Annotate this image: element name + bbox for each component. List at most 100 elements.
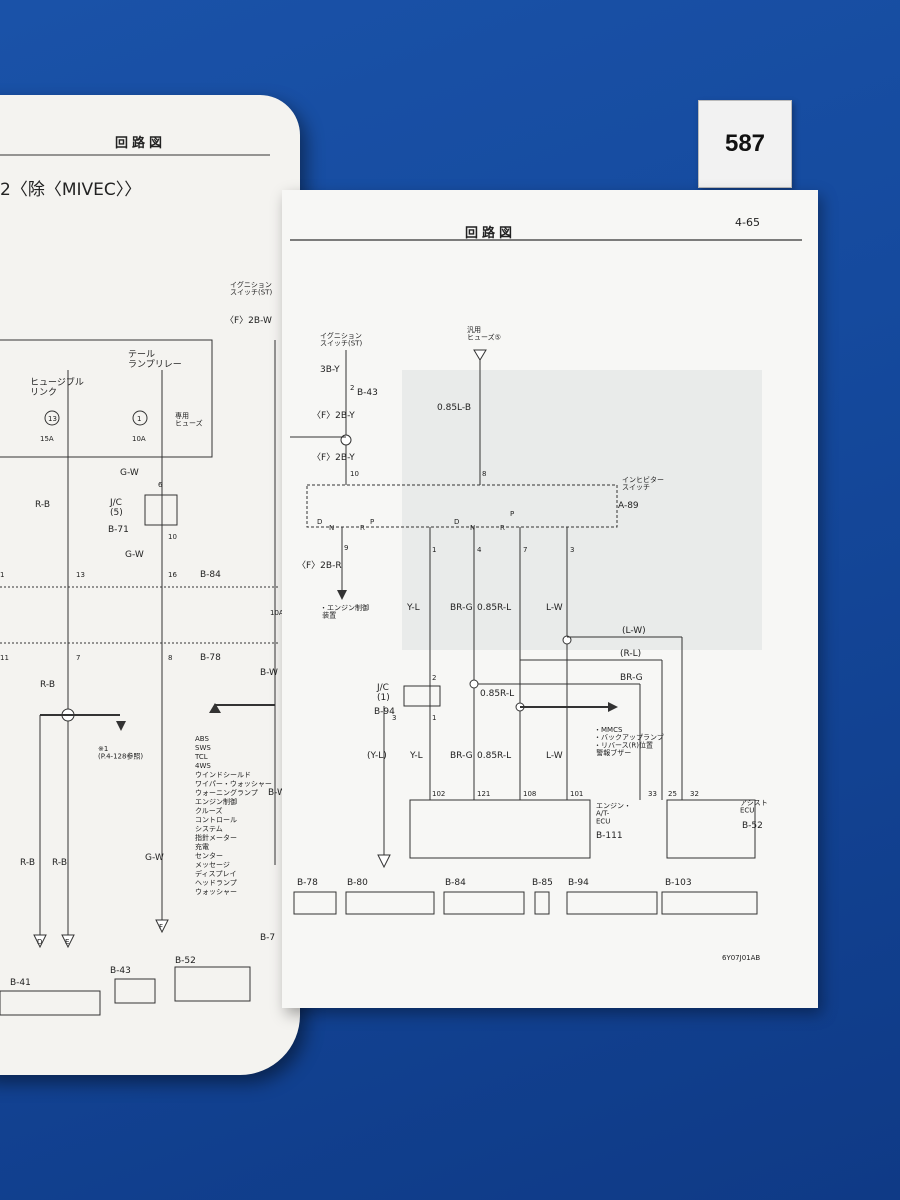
svg-text:SWS: SWS xyxy=(195,744,211,752)
svg-text:※1(P.4-128参照): ※1(P.4-128参照) xyxy=(98,745,143,761)
svg-text:B-103: B-103 xyxy=(665,878,692,888)
svg-text:B-W: B-W xyxy=(268,788,286,798)
svg-text:33: 33 xyxy=(648,790,657,798)
svg-text:G-W: G-W xyxy=(120,468,139,478)
svg-text:L-W: L-W xyxy=(546,751,563,761)
bottom-connector-row: B-78 B-80 B-84 B-85 B-94 B-103 xyxy=(293,878,758,915)
svg-text:B-52: B-52 xyxy=(175,956,196,966)
svg-text:コントロール: コントロール xyxy=(195,816,237,824)
svg-text:13: 13 xyxy=(48,415,57,423)
svg-text:BR-G: BR-G xyxy=(450,751,473,761)
svg-text:ヘッドランプ: ヘッドランプ xyxy=(195,879,237,887)
svg-text:102: 102 xyxy=(432,790,445,798)
mmcs-note: ・MMCS・バックアップランプ・リバース(R)位置 警報ブザー xyxy=(594,726,664,757)
left-schematic: 回路図 2〈除〈MIVEC〉〉 イグニションスイッチ(ST) 〈F〉2B-W テ… xyxy=(0,135,286,1016)
system-list: ABS SWS TCL 4WS ウインドシールド ワイパー・ウォッシャー ウォー… xyxy=(194,735,272,896)
svg-text:0.85L-B: 0.85L-B xyxy=(437,403,471,413)
svg-text:D: D xyxy=(317,518,322,526)
fusible-link-label: ヒュージブルリンク xyxy=(30,376,84,398)
svg-text:〈F〉2B-Y: 〈F〉2B-Y xyxy=(312,410,355,421)
svg-text:7: 7 xyxy=(523,546,527,554)
svg-text:1: 1 xyxy=(0,571,4,579)
svg-text:10A: 10A xyxy=(132,435,146,443)
svg-text:3B-Y: 3B-Y xyxy=(320,365,340,375)
svg-text:7: 7 xyxy=(76,654,80,662)
right-header: 回路図 xyxy=(465,225,516,241)
svg-text:B-78: B-78 xyxy=(200,653,221,663)
svg-text:10A: 10A xyxy=(270,609,284,617)
left-subtitle: 2〈除〈MIVEC〉〉 xyxy=(0,180,141,200)
svg-text:121: 121 xyxy=(477,790,490,798)
svg-text:N: N xyxy=(470,524,475,532)
svg-text:D: D xyxy=(37,938,42,946)
footer-code: 6Y07J01AB xyxy=(722,954,760,962)
svg-text:(R-L): (R-L) xyxy=(620,649,641,659)
ign-switch-label: イグニションスイッチ(ST) xyxy=(320,331,362,348)
svg-text:4: 4 xyxy=(477,546,482,554)
svg-text:P: P xyxy=(370,518,374,526)
svg-text:D: D xyxy=(454,518,459,526)
svg-text:B-85: B-85 xyxy=(532,878,553,888)
svg-text:E: E xyxy=(65,938,69,946)
svg-text:ウインドシールド: ウインドシールド xyxy=(195,771,251,779)
svg-text:BR-G: BR-G xyxy=(450,603,473,613)
svg-text:〈F〉2B-R: 〈F〉2B-R xyxy=(297,560,342,571)
svg-text:B-84: B-84 xyxy=(445,878,466,888)
svg-text:R-B: R-B xyxy=(35,500,50,510)
ecu-label: エンジン・A/T-ECU xyxy=(596,802,631,825)
right-page: 回路図 4-65 イグニションスイッチ(ST) 汎用ヒューズ⑤ 0.85L-B … xyxy=(282,190,818,1008)
svg-text:B-7: B-7 xyxy=(260,933,275,943)
svg-text:8: 8 xyxy=(168,654,172,662)
svg-text:R-B: R-B xyxy=(52,858,67,868)
svg-text:センター: センター xyxy=(195,851,223,860)
svg-text:32: 32 xyxy=(690,790,699,798)
svg-text:B-78: B-78 xyxy=(297,878,318,888)
svg-text:10: 10 xyxy=(168,533,177,541)
svg-text:G-W: G-W xyxy=(125,550,144,560)
svg-text:R: R xyxy=(360,524,365,532)
svg-text:エンジン制御: エンジン制御 xyxy=(195,797,237,806)
left-header: 回路図 xyxy=(115,135,166,151)
svg-text:ウォーニングランプ: ウォーニングランプ xyxy=(195,788,258,797)
jc5-label: J/C(5) xyxy=(109,498,123,518)
left-ign-label: イグニションスイッチ(ST) xyxy=(230,280,272,297)
svg-text:(L-W): (L-W) xyxy=(622,626,646,636)
svg-text:B-94: B-94 xyxy=(568,878,589,888)
svg-text:BR-G: BR-G xyxy=(620,673,643,683)
svg-text:15A: 15A xyxy=(40,435,54,443)
svg-text:B-52: B-52 xyxy=(742,821,763,831)
jc1-label: J/C(1) xyxy=(376,683,390,703)
svg-text:メッセージ: メッセージ xyxy=(195,861,230,869)
svg-text:B-71: B-71 xyxy=(108,525,129,535)
engine-note: ・エンジン制御 装置 xyxy=(320,603,369,620)
tail-relay-label: テールランプリレー xyxy=(128,349,182,370)
svg-text:0.85R-L: 0.85R-L xyxy=(480,689,514,699)
svg-text:L-W: L-W xyxy=(546,603,563,613)
page-number: 4-65 xyxy=(735,216,760,229)
svg-text:N: N xyxy=(329,524,334,532)
svg-text:R-B: R-B xyxy=(20,858,35,868)
svg-text:16: 16 xyxy=(168,571,177,579)
svg-text:ディスプレイ: ディスプレイ xyxy=(195,869,237,878)
fuse-label: 汎用ヒューズ⑤ xyxy=(467,325,501,342)
svg-text:11: 11 xyxy=(0,654,9,662)
svg-text:0.85R-L: 0.85R-L xyxy=(477,751,511,761)
left-page: 回路図 2〈除〈MIVEC〉〉 イグニションスイッチ(ST) 〈F〉2B-W テ… xyxy=(0,95,300,1075)
svg-text:6: 6 xyxy=(158,481,163,489)
svg-text:2: 2 xyxy=(432,674,436,682)
svg-text:1: 1 xyxy=(432,714,436,722)
svg-text:B-W: B-W xyxy=(260,668,278,678)
svg-text:ウォッシャー: ウォッシャー xyxy=(195,888,237,896)
svg-text:101: 101 xyxy=(570,790,583,798)
svg-text:F: F xyxy=(159,923,163,931)
svg-text:G-W: G-W xyxy=(145,853,164,863)
svg-text:Y-L: Y-L xyxy=(409,751,423,761)
svg-text:充電: 充電 xyxy=(195,842,209,851)
left-f2bw: 〈F〉2B-W xyxy=(225,315,272,326)
svg-text:25: 25 xyxy=(668,790,677,798)
number-sticker: 587 xyxy=(698,100,792,188)
svg-text:Y-L: Y-L xyxy=(406,603,420,613)
right-schematic: 回路図 4-65 イグニションスイッチ(ST) 汎用ヒューズ⑤ 0.85L-B … xyxy=(290,216,802,962)
svg-text:B-94: B-94 xyxy=(374,707,395,717)
svg-text:9: 9 xyxy=(344,544,348,552)
